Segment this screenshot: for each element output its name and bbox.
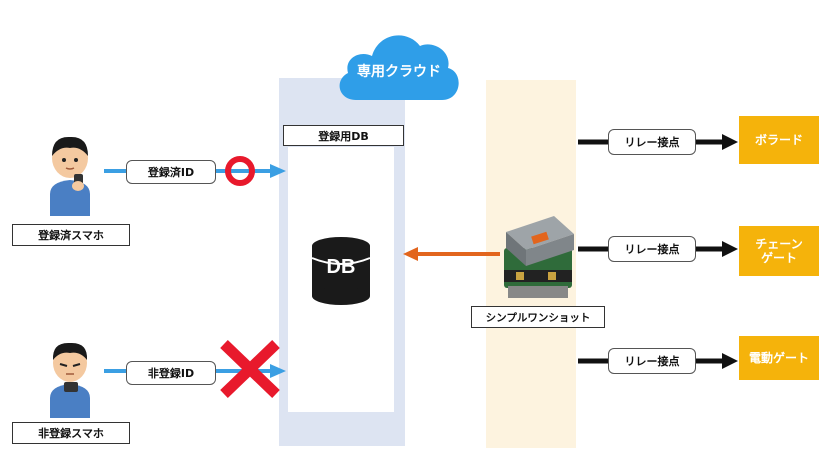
registered-user-icon bbox=[50, 136, 90, 216]
target-electric-gate: 電動ゲート bbox=[739, 336, 819, 380]
unregistered-user-icon bbox=[50, 342, 90, 418]
red-circle-icon bbox=[225, 156, 255, 186]
cloud-label: 専用クラウド bbox=[357, 64, 441, 80]
device-label: シンプルワンショット bbox=[471, 306, 605, 328]
target-bollard: ボラード bbox=[739, 116, 819, 164]
relay-contact-label-2: リレー接点 bbox=[608, 236, 696, 262]
relay-contact-label-3: リレー接点 bbox=[608, 348, 696, 374]
target-bollard-label: ボラード bbox=[754, 133, 803, 147]
target-chain-gate-line-2: ゲート bbox=[760, 251, 797, 265]
database-icon bbox=[311, 237, 371, 305]
relay-contact-label-1: リレー接点 bbox=[608, 129, 696, 155]
db-title: 登録用DB bbox=[283, 125, 404, 146]
target-chain-gate-line-1: チェーン bbox=[755, 237, 803, 251]
db-label: DB bbox=[326, 256, 356, 278]
unregistered-phone-label: 非登録スマホ bbox=[12, 422, 130, 444]
registered-phone-label: 登録済スマホ bbox=[12, 224, 130, 246]
target-electric-gate-label: 電動ゲート bbox=[748, 351, 809, 365]
unregistered-id-label: 非登録ID bbox=[126, 361, 216, 385]
target-chain-gate: チェーン ゲート bbox=[739, 226, 819, 276]
registered-id-label: 登録済ID bbox=[126, 160, 216, 184]
red-cross-icon bbox=[220, 340, 280, 398]
device-icon bbox=[504, 216, 574, 298]
cloud-icon bbox=[339, 35, 459, 100]
